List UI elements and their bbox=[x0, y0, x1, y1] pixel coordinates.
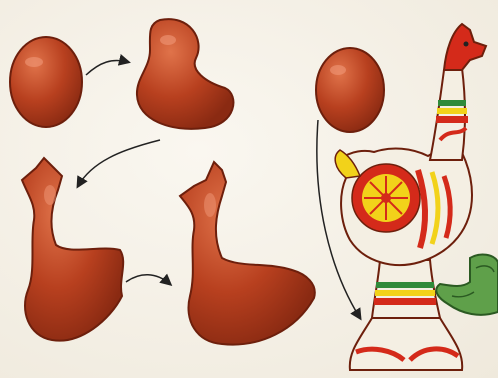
arrow-step-2-to-3 bbox=[78, 140, 160, 186]
clay-rough-bird-step-3 bbox=[22, 158, 123, 341]
clay-ball-step-5 bbox=[316, 48, 384, 132]
arrow-step-1-to-2 bbox=[86, 61, 128, 75]
green-hand-icon bbox=[436, 255, 498, 315]
arrow-step-3-to-4 bbox=[126, 275, 170, 284]
clay-smooth-bird-step-4 bbox=[180, 162, 315, 345]
clay-bean-step-2 bbox=[137, 19, 233, 129]
clay-ball-step-1 bbox=[10, 37, 82, 127]
